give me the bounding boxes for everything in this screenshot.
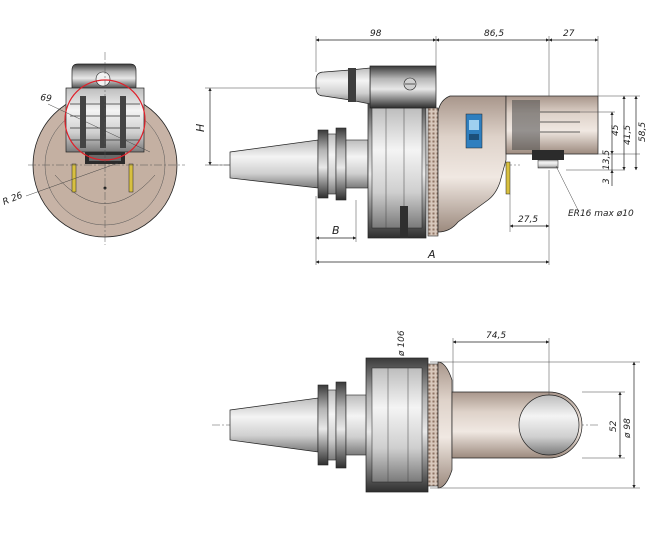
label-dim52: 52: [609, 420, 619, 432]
side-collet-nut: [532, 150, 564, 160]
side-view: 98 86,5 27 H 45 41,5 58,5 13,5 3 27,5 ER…: [194, 29, 648, 265]
label-dim3: 3: [602, 178, 612, 184]
side-arm-housing: [437, 95, 507, 233]
label-dim58-5: 58,5: [638, 122, 648, 142]
side-pin: [505, 161, 511, 195]
side-head-slots: [540, 111, 580, 133]
side-taper: [229, 139, 319, 189]
side-body-slot: [400, 206, 408, 238]
side-flange-c: [335, 127, 347, 201]
side-neck: [345, 139, 369, 189]
side-top-nose-collar: [348, 68, 356, 102]
side-knurled-ring: [427, 107, 439, 237]
side-flange-b: [327, 133, 337, 195]
top-view: ø 106 74,5 52 ø 98: [212, 330, 640, 493]
top-housing-cone: [437, 361, 453, 489]
label-dimB: B: [332, 224, 340, 237]
end-view-dark-bars: [80, 96, 126, 148]
side-dimensions: [205, 36, 640, 265]
side-collet-body: [537, 159, 559, 169]
label-dim13-5: 13,5: [602, 150, 612, 170]
label-dim41-5: 41,5: [623, 125, 633, 145]
top-taper: [229, 397, 319, 453]
label-phi106: ø 106: [397, 330, 407, 357]
top-body-ring: [371, 367, 423, 483]
top-knurled-ring: [427, 363, 439, 487]
label-phi98: ø 98: [623, 418, 633, 439]
end-view: 69 R 26: [1, 52, 185, 245]
side-top-nose: [315, 67, 371, 105]
phi69-leader: [47, 103, 151, 153]
top-flange-a: [317, 384, 329, 466]
label-dim98: 98: [370, 29, 382, 39]
r26-leader: [25, 162, 119, 197]
top-flange-b: [327, 389, 337, 461]
label-dim27-5: 27,5: [518, 215, 538, 225]
label-dimH: H: [194, 124, 207, 132]
side-brand-label: [465, 113, 483, 149]
label-dimA: A: [427, 248, 436, 261]
label-dim45: 45: [611, 124, 621, 136]
end-view-pin-left: [71, 163, 77, 193]
top-flange-c: [335, 381, 347, 469]
side-flange-a: [317, 129, 329, 199]
top-neck: [345, 394, 369, 456]
top-dimensions: [430, 338, 640, 489]
side-tower: [369, 65, 437, 109]
label-dim27: 27: [563, 29, 575, 39]
side-head-dark: [512, 100, 540, 150]
end-view-tower-hole: [95, 71, 111, 87]
label-er16: ER16 max ø10: [568, 209, 634, 219]
label-dim86-5: 86,5: [484, 29, 504, 39]
label-r26: R 26: [1, 191, 24, 208]
top-spindle-circle: [518, 394, 580, 456]
end-view-pin-right: [128, 163, 134, 193]
label-dim74-5: 74,5: [486, 331, 506, 341]
label-phi69: 69: [40, 93, 53, 105]
side-body-ring: [371, 107, 423, 229]
